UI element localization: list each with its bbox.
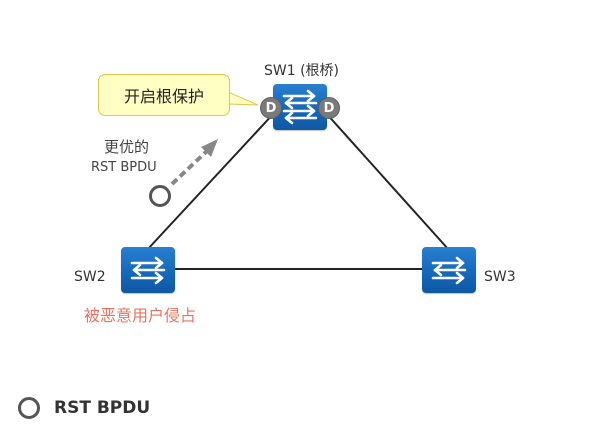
link-sw1-sw3 — [324, 111, 450, 251]
port-designated-right: D — [318, 97, 340, 119]
switch-arrows-icon — [282, 89, 318, 125]
legend-bpdu-circle-icon — [18, 397, 40, 419]
bpdu-circle-icon — [149, 185, 171, 207]
switch-sw3[interactable] — [422, 247, 476, 293]
better-bpdu-arrow — [170, 139, 218, 186]
better-bpdu-label-line1: 更优的 — [104, 138, 150, 156]
switch-sw2[interactable] — [121, 247, 175, 293]
sw1-label: SW1 (根桥) — [264, 63, 340, 79]
port-designated-left: D — [260, 97, 282, 119]
callout-pointer — [227, 91, 259, 106]
switch-arrows-icon — [431, 256, 467, 285]
better-bpdu-label-line2: RST BPDU — [91, 160, 157, 175]
legend-label: RST BPDU — [54, 398, 151, 418]
sw3-label: SW3 — [484, 269, 516, 285]
root-protection-callout: 开启根保护 — [98, 74, 230, 116]
sw2-label: SW2 — [74, 269, 106, 285]
link-sw1-sw2 — [146, 111, 276, 251]
switch-arrows-icon — [130, 256, 166, 285]
sw2-status-text: 被恶意用户侵占 — [84, 306, 197, 325]
